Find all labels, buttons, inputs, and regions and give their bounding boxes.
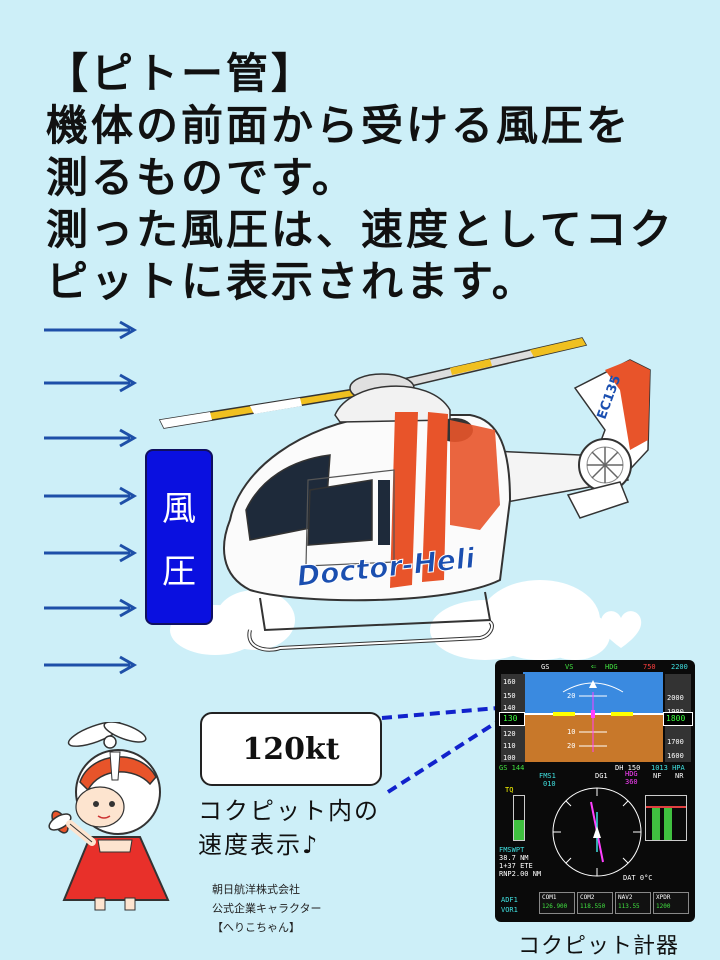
speed-caption-line-2: 速度表示♪ <box>198 831 320 859</box>
company-credit: 朝日航洋株式会社 公式企業キャラクター 【へりこちゃん】 <box>212 880 322 937</box>
wind-pressure-char-2: 圧 <box>162 552 196 592</box>
speed-tick: 100 <box>503 754 516 762</box>
radio-value: 113.55 <box>618 903 640 910</box>
helicopter-illustration: EC135 Doctor-Heli <box>158 337 651 652</box>
cockpit-caption: コクピット計器 <box>518 934 680 959</box>
wind-arrow-icon <box>44 373 138 393</box>
main-rotor <box>158 337 588 429</box>
dh-value: DH 150 <box>615 764 641 772</box>
alt-tick: 2000 <box>667 694 684 702</box>
gs-value: GS 144 <box>499 764 525 772</box>
speed-tick: 160 <box>503 678 516 686</box>
speed-tick: 140 <box>503 704 516 712</box>
nd-info-4: RNP2.00 NM <box>499 870 542 878</box>
speed-readout: 130 <box>503 714 518 723</box>
pfd-vs-label: VS <box>565 663 574 671</box>
radio-panel: COM1 126.900 COM2 118.550 NAV2 113.55 XP… <box>539 892 689 914</box>
speed-tick: 110 <box>503 742 516 750</box>
radio-com1: COM1 126.900 <box>539 892 575 914</box>
altitude-readout: 1800 <box>666 714 686 723</box>
altitude-readout-box: 1800 <box>663 712 693 726</box>
wind-arrow-icon <box>44 598 138 618</box>
nd-info-2: 38.7 NM <box>499 854 529 862</box>
heliko-chan-character <box>48 722 170 911</box>
character-name: 【へりこちゃん】 <box>212 921 300 934</box>
nd-hdg-value: 360 <box>625 778 638 786</box>
heading-line-1: 【ピトー管】 <box>46 49 317 98</box>
fms-label: FMS1 <box>539 772 556 780</box>
nr-label: NR <box>675 772 684 780</box>
alt-tick: 1600 <box>667 752 684 760</box>
pitch-tick-3: 20 <box>567 742 576 750</box>
connector-lines <box>381 706 502 794</box>
wind-pressure-box: 風 圧 <box>145 449 213 625</box>
heading-line-5: ピットに表示されます。 <box>46 257 537 306</box>
pfd-alt-sel: 750 <box>643 663 656 671</box>
nd-info-3: 1+37 ETE <box>499 862 533 870</box>
pfd-hdg-label: HDG <box>605 663 618 671</box>
pfd-arrow-icon: ⇐ <box>591 662 597 672</box>
speed-value-box: 120kt <box>200 712 382 786</box>
radio-value: 1200 <box>656 903 671 910</box>
tq-label: TQ <box>505 786 514 794</box>
wind-arrow-icon <box>44 428 138 448</box>
wind-arrow-icon <box>44 655 138 675</box>
wind-arrow-icon <box>44 543 138 563</box>
torque-gauge-right <box>645 795 687 841</box>
radio-value: 118.550 <box>580 903 606 910</box>
pfd-top-right: 2200 <box>671 663 688 671</box>
speed-value: 120kt <box>242 731 340 767</box>
heading: 【ピトー管】 機体の前面から受ける風圧を 測るものです。 測った風圧は、速度とし… <box>46 48 706 308</box>
speed-tick: 150 <box>503 692 516 700</box>
nd-course: 010 <box>543 780 556 788</box>
attitude-indicator: 20 10 20 <box>523 672 663 762</box>
pfd-gs-label: GS <box>541 663 550 671</box>
nd-hdg-label: HDG <box>625 770 638 778</box>
torque-gauge-left <box>513 795 525 841</box>
heading-line-3: 測るものです。 <box>46 153 357 202</box>
wind-pressure-char-1: 風 <box>162 489 196 529</box>
radio-nav2: NAV2 113.55 <box>615 892 651 914</box>
speed-caption-line-1: コクピット内の <box>198 797 380 825</box>
alt-tick: 1700 <box>667 738 684 746</box>
radio-value: 126.900 <box>542 903 568 910</box>
pitch-tick-2: 10 <box>567 728 576 736</box>
radio-label: COM1 <box>542 894 557 901</box>
cockpit-display: GS VS ⇐ HDG 750 2200 20 10 20 160 150 14… <box>495 660 695 922</box>
radio-xpdr: XPDR 1200 <box>653 892 689 914</box>
nd-info-1: FMSWPT <box>499 846 525 854</box>
heading-line-4: 測った風圧は、速度としてコク <box>46 205 675 254</box>
nf-label: NF <box>653 772 662 780</box>
radio-label: COM2 <box>580 894 595 901</box>
company-name: 朝日航洋株式会社 <box>212 883 300 896</box>
adf-label: ADF1 <box>501 896 518 904</box>
wind-arrow-icon <box>44 486 138 506</box>
speed-readout-box: 130 <box>499 712 525 726</box>
wind-arrow-icon <box>44 320 138 340</box>
radio-com2: COM2 118.550 <box>577 892 613 914</box>
heading-line-2: 機体の前面から受ける風圧を <box>46 101 632 150</box>
radio-label: XPDR <box>656 894 671 901</box>
vor-label: VOR1 <box>501 906 518 914</box>
company-role: 公式企業キャラクター <box>212 902 322 915</box>
speed-caption: コクピット内の 速度表示♪ <box>198 794 380 862</box>
radio-label: NAV2 <box>618 894 633 901</box>
compass-rose <box>552 787 642 877</box>
speed-tick: 120 <box>503 730 516 738</box>
dat-value: DAT 0°C <box>623 874 653 882</box>
heart-icon <box>600 611 642 648</box>
pitch-ladder <box>553 680 633 752</box>
pitch-tick-1: 20 <box>567 692 576 700</box>
baro-value: 1013 HPA <box>651 764 685 772</box>
dg-label: DG1 <box>595 772 608 780</box>
